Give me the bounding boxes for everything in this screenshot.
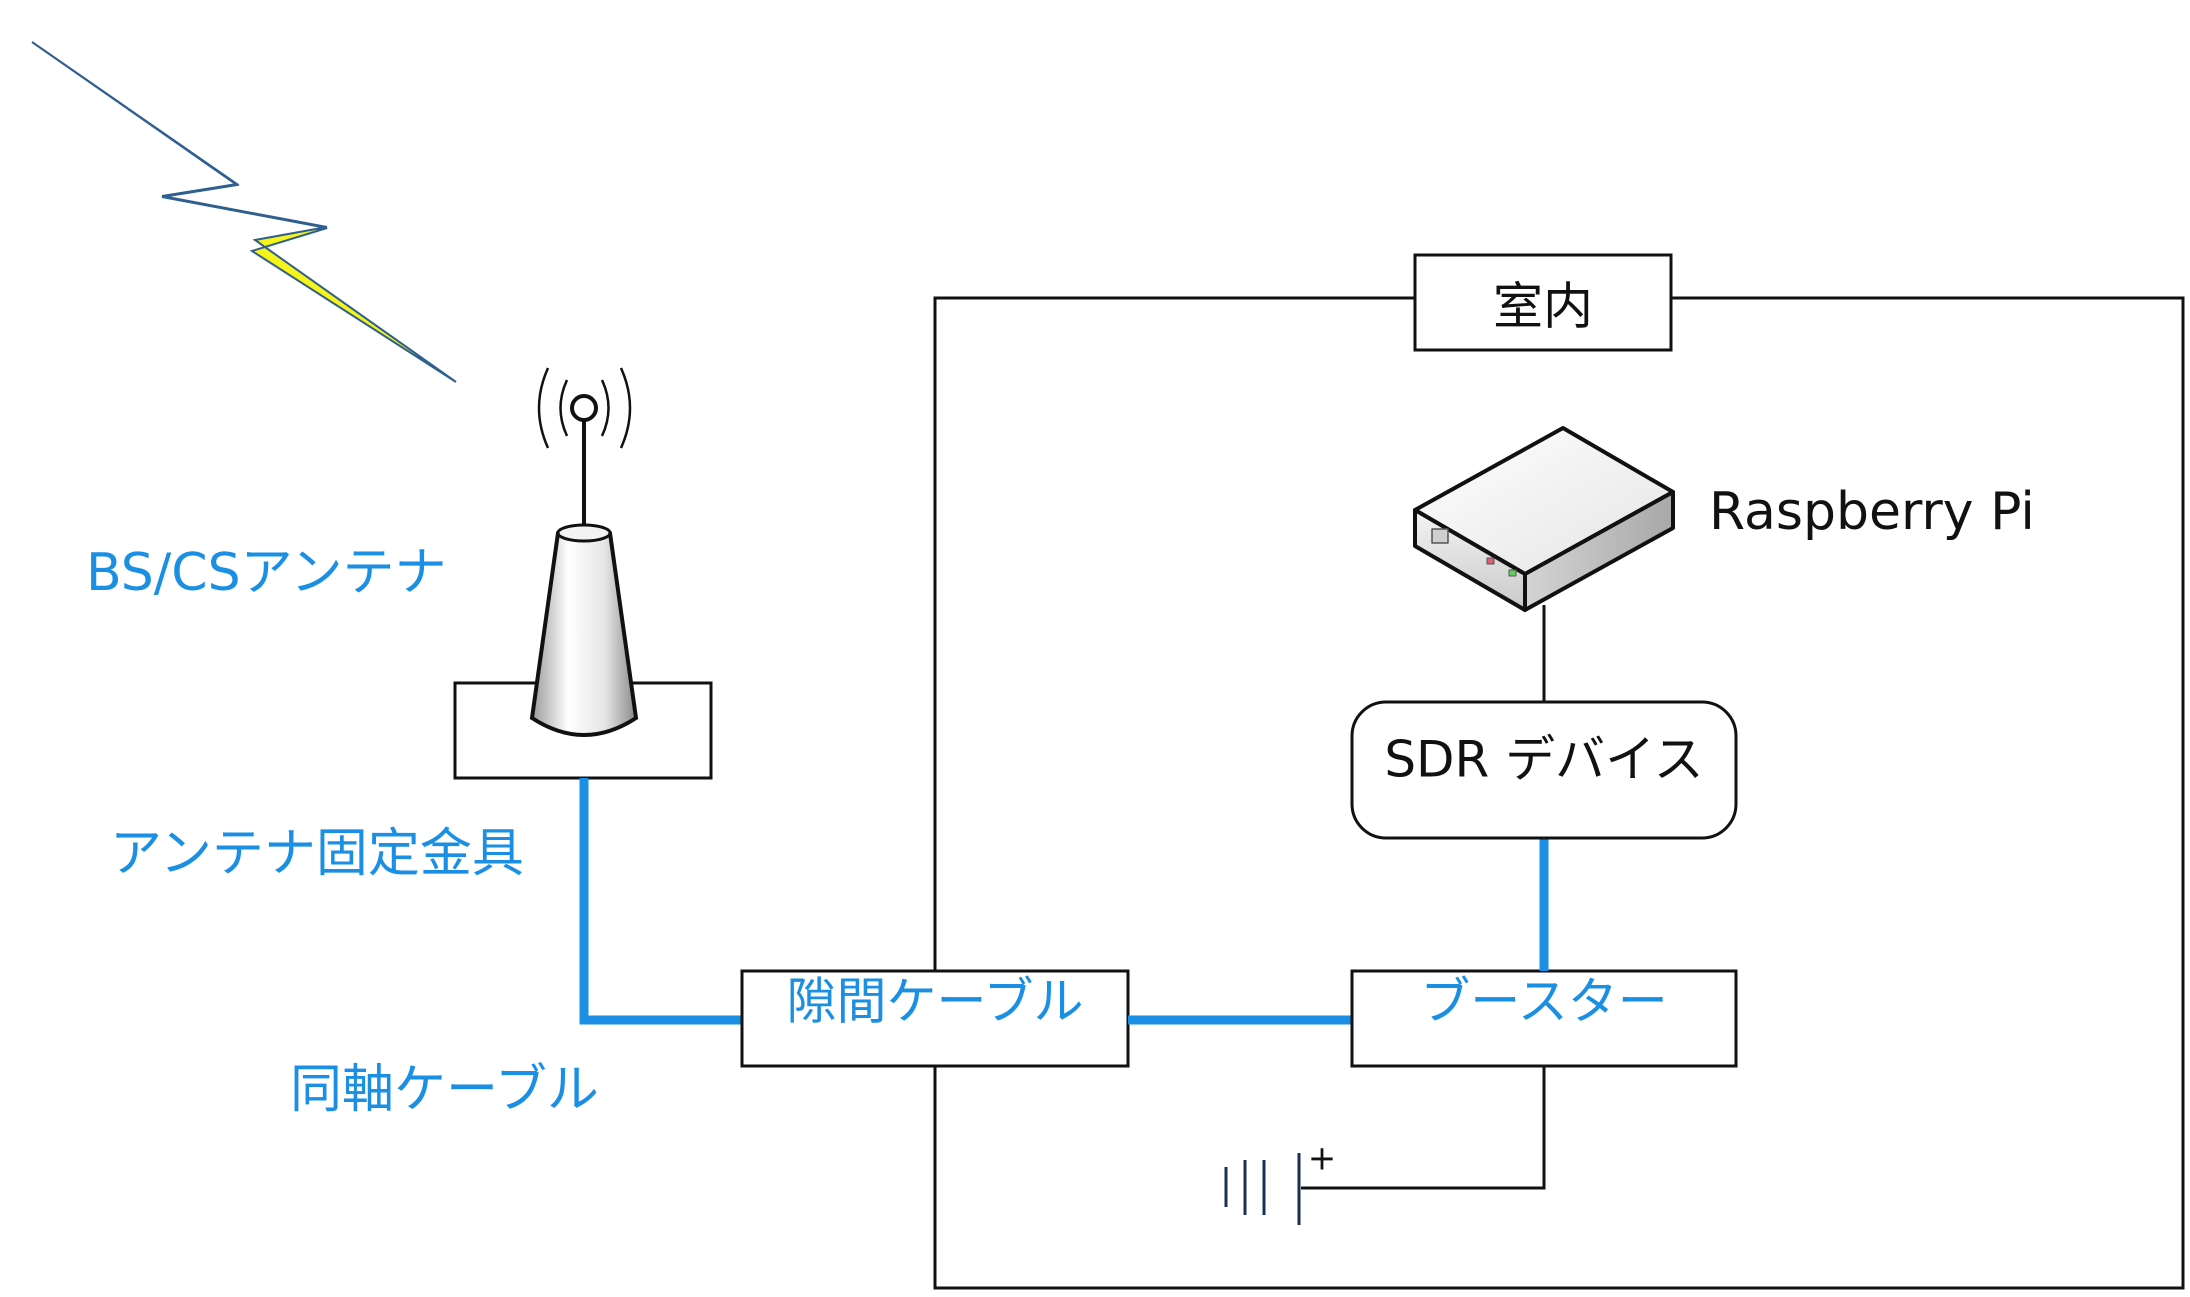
antenna-mast-icon xyxy=(529,523,639,737)
battery-plus-label: + xyxy=(1308,1139,1337,1179)
sdr-device-box: SDR デバイス xyxy=(1350,700,1738,840)
antenna-label: BS/CSアンテナ xyxy=(86,543,447,603)
raspberry-pi-box-icon xyxy=(1413,426,1675,612)
sdr-device-label: SDR デバイス xyxy=(1384,731,1703,789)
booster-label: ブースター xyxy=(1420,973,1668,1031)
booster-power-line xyxy=(1301,1066,1546,1190)
gap-cable-box: 隙間ケーブル xyxy=(740,969,1130,1068)
room-label: 室内 xyxy=(1493,278,1593,336)
lightning-bolt-icon xyxy=(31,41,457,383)
battery-icon xyxy=(1224,1153,1301,1225)
coax-cable-line xyxy=(579,778,742,1025)
antenna-mount-label: アンテナ固定金具 xyxy=(110,824,524,884)
signal-waves-icon xyxy=(537,367,632,533)
gap-cable-label: 隙間ケーブル xyxy=(787,973,1084,1031)
booster-box: ブースター xyxy=(1350,969,1738,1068)
raspberry-pi-label: Raspberry Pi xyxy=(1709,482,2035,542)
coax-cable-label: 同軸ケーブル xyxy=(290,1060,599,1120)
room-label-box: 室内 xyxy=(1413,253,1673,352)
